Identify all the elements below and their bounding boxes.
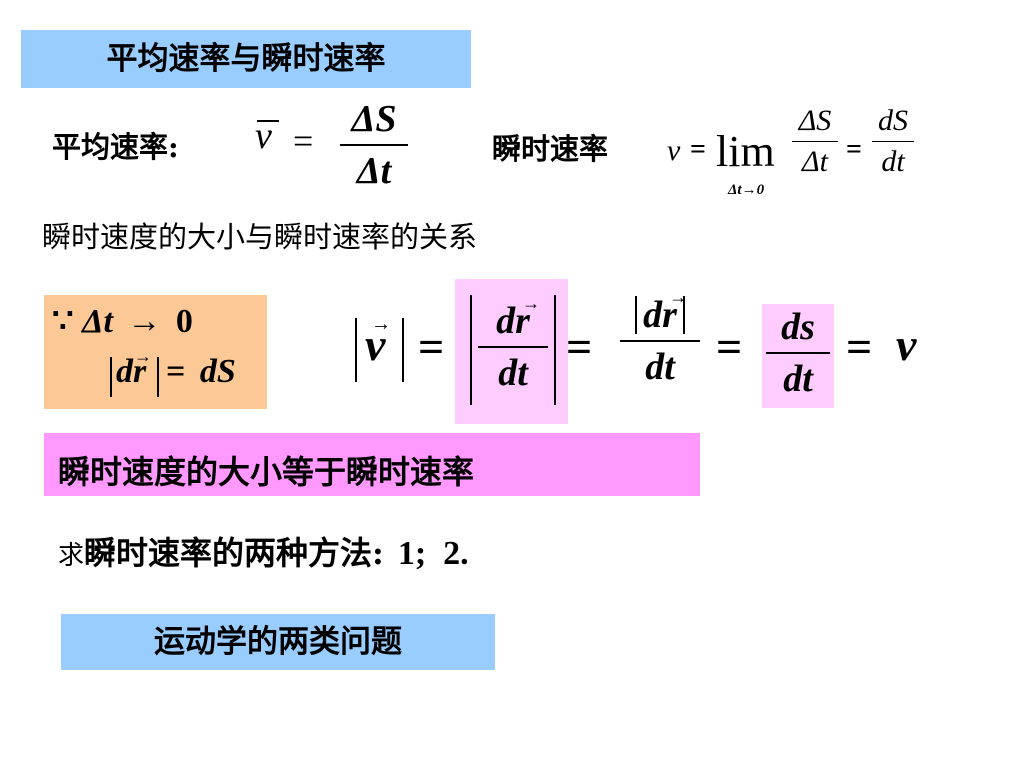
conclusion-box: 瞬时速度的大小等于瞬时速率	[44, 433, 700, 496]
methods-prefix: 求	[58, 541, 85, 571]
inst-v-symbol: v	[667, 134, 681, 167]
inst-speed-label: 瞬时速率	[492, 132, 609, 166]
methods-items: 1; 2.	[397, 535, 469, 572]
chain-fraction-1: → dr dt	[478, 294, 548, 392]
avg-speed-label: 平均速率:	[52, 130, 179, 164]
because-symbol: ∵	[52, 303, 74, 340]
chain-eq-4: =	[846, 321, 873, 372]
avg-eq-sign: =	[293, 121, 314, 161]
methods-line: 求瞬时速率的两种方法: 1; 2.	[58, 528, 469, 574]
velocity-vector: → v	[365, 313, 391, 370]
chain-eq-2: =	[566, 321, 593, 372]
inst-eq-1: =	[690, 134, 706, 165]
avg-denominator: Δt	[356, 150, 392, 192]
because-line: ∵ Δt → 0	[52, 303, 193, 340]
lim-subscript: Δt→0	[728, 182, 765, 198]
avg-fraction: ΔS Δt	[340, 100, 408, 190]
ds-highlight	[762, 304, 834, 408]
chain-fraction-3: ds dt	[766, 308, 830, 398]
avg-numerator: ΔS	[351, 98, 397, 140]
inst-fraction-1: ΔS Δt	[792, 106, 838, 177]
conclusion-text: 瞬时速度的大小等于瞬时速率	[58, 453, 475, 491]
derivative-highlight	[455, 279, 568, 424]
next-topic-text: 运动学的两类问题	[154, 624, 402, 660]
equals-dS: = dS	[166, 353, 236, 390]
lim-operator: lim	[716, 127, 775, 176]
slide-title: 平均速率与瞬时速率	[21, 30, 471, 88]
chain-eq-3: =	[716, 321, 743, 372]
next-topic: 运动学的两类问题	[61, 614, 495, 670]
avg-fraction-bar	[340, 144, 408, 146]
chain-eq-1: =	[418, 321, 445, 372]
chain-fraction-2: → dr dt	[620, 288, 700, 386]
condition-box: ∵ Δt → 0 → dr = dS	[44, 295, 267, 409]
dr-expression: → dr	[116, 346, 152, 390]
chain-v-result: v	[896, 319, 917, 370]
arrow-symbol: →	[127, 303, 162, 340]
inst-eq-2: =	[846, 134, 862, 165]
avg-v-overline	[257, 120, 279, 122]
slide-title-text: 平均速率与瞬时速率	[106, 41, 386, 77]
inst-fraction-2: dS dt	[872, 106, 914, 177]
relation-heading: 瞬时速度的大小与瞬时速率的关系	[42, 220, 478, 254]
avg-v-symbol: v	[255, 114, 279, 158]
methods-text: 瞬时速率的两种方法:	[84, 534, 384, 572]
